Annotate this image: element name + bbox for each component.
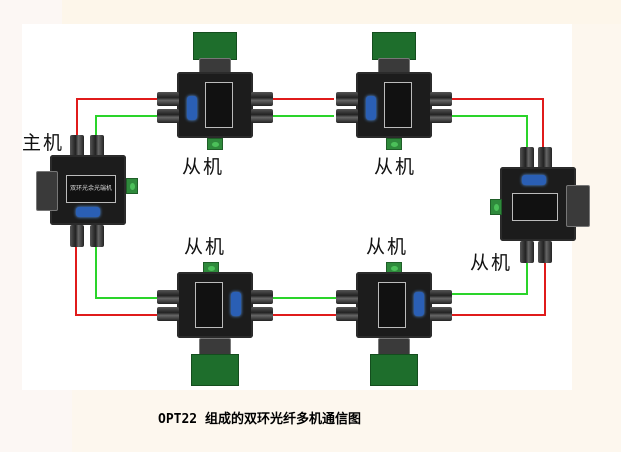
brand-logo (414, 292, 424, 316)
fiber-port (157, 290, 179, 304)
background-bottom-left (0, 390, 72, 452)
green-fiber-link (95, 115, 158, 135)
db9-connector (566, 185, 590, 227)
brand-logo (76, 207, 100, 217)
device-panel (378, 282, 406, 328)
terminal-block (126, 178, 138, 194)
fiber-port (336, 109, 358, 123)
fiber-port (538, 241, 552, 263)
green-fiber-link (95, 246, 158, 299)
green-fiber-link (444, 115, 528, 155)
fiber-port (251, 290, 273, 304)
terminal-block (490, 199, 502, 215)
fiber-port (336, 92, 358, 106)
slave-device-bottom-right (334, 262, 452, 386)
fiber-port (90, 135, 104, 157)
fiber-port (430, 290, 452, 304)
device-panel (205, 82, 233, 128)
fiber-port (520, 241, 534, 263)
red-fiber-link (444, 98, 544, 155)
fiber-port (70, 135, 84, 157)
brand-logo (366, 96, 376, 120)
terminal-block (386, 138, 402, 150)
fiber-port (251, 109, 273, 123)
device-panel: 双环光余光端机 (66, 175, 116, 203)
diagram-caption: OPT22 组成的双环光纤多机通信图 (158, 412, 361, 427)
fiber-port (157, 109, 179, 123)
slave-label-top-left: 从机 (182, 156, 225, 178)
panel-label: 双环光余光端机 (69, 185, 112, 193)
fiber-port (90, 225, 104, 247)
device-panel (384, 82, 412, 128)
fiber-port (538, 147, 552, 169)
terminal-pcb (193, 32, 237, 60)
device-panel (512, 193, 558, 221)
terminal-pcb (191, 354, 239, 386)
brand-logo (231, 292, 241, 316)
master-device: 双环光余光端机 (28, 135, 138, 247)
slave-label-bottom-left: 从机 (184, 236, 227, 258)
master-label: 主机 (22, 132, 65, 154)
fiber-port (70, 225, 84, 247)
brand-logo (522, 175, 546, 185)
terminal-block (207, 138, 223, 150)
red-fiber-link (448, 262, 546, 316)
slave-label-right: 从机 (470, 252, 513, 274)
fiber-port (336, 307, 358, 321)
fiber-port (251, 92, 273, 106)
fiber-port (520, 147, 534, 169)
terminal-pcb (370, 354, 418, 386)
fiber-port (430, 92, 452, 106)
slave-device-top-left (155, 32, 273, 150)
fiber-port (157, 92, 179, 106)
brand-logo (187, 96, 197, 120)
slave-device-bottom-left (155, 262, 273, 386)
slave-device-right (488, 147, 592, 263)
slave-label-top-right: 从机 (374, 156, 417, 178)
background-top (62, 0, 621, 24)
device-panel (195, 282, 223, 328)
db9-connector (36, 171, 58, 211)
red-fiber-link (76, 98, 158, 135)
slave-label-bottom-right: 从机 (366, 236, 409, 258)
fiber-port (157, 307, 179, 321)
fiber-port (251, 307, 273, 321)
fiber-port (430, 109, 452, 123)
fiber-port (430, 307, 452, 321)
fiber-port (336, 290, 358, 304)
red-fiber-link (75, 246, 158, 316)
green-fiber-link (448, 262, 528, 295)
slave-device-top-right (334, 32, 452, 150)
terminal-pcb (372, 32, 416, 60)
